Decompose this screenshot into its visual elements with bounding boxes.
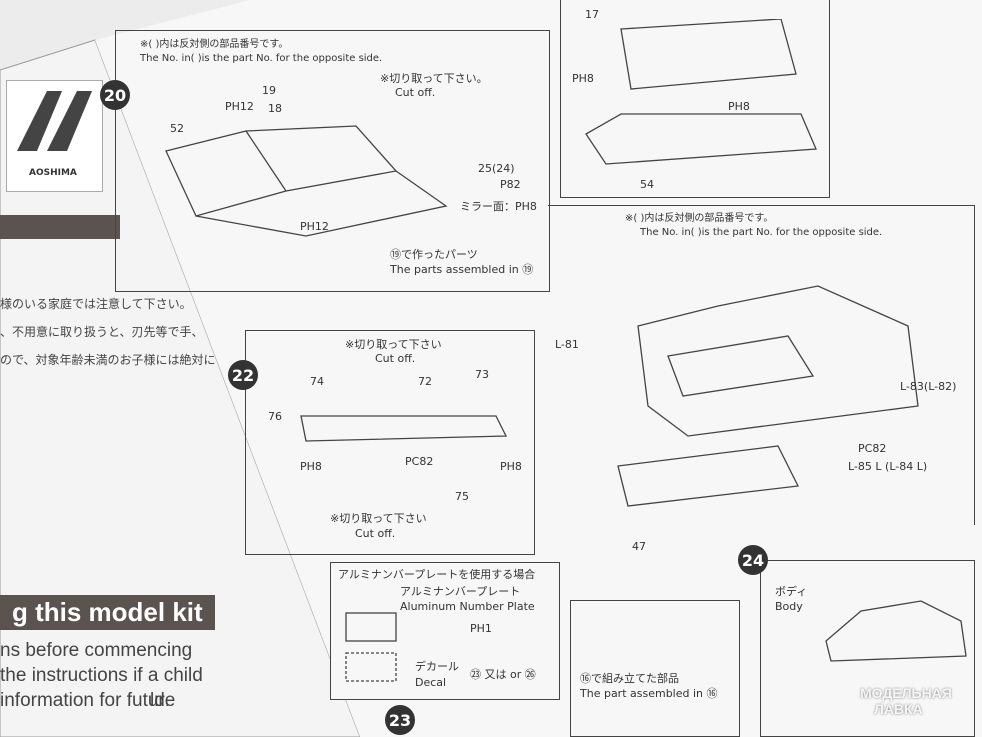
step-20-panel [115,30,550,292]
logo-text: AOSHIMA [29,168,77,178]
part-label: 47 [632,540,646,553]
part-label: 18 [268,102,282,115]
part-label: PH12 [300,220,329,233]
cut-off-jp: ※切り取って下さい。 [380,72,488,85]
part-label: PH8 [500,460,522,473]
en-line: ns before commencing [0,640,193,661]
part-label: 74 [310,375,324,388]
part-label: 73 [475,368,489,381]
watermark-line: МОДЕЛЬНАЯ [860,685,952,701]
assembled-en: The part assembled in ⑯ [580,687,718,700]
assembled-en: The parts assembled in ⑲ [390,263,534,276]
part-label: 72 [418,375,432,388]
part-label: 54 [640,178,654,191]
header-band [0,215,120,239]
plate-drawing [345,612,397,682]
cut-off-en: Cut off. [375,352,416,365]
decal-en: Decal [415,676,447,689]
part-label: PH8 [572,72,594,85]
part-label: 76 [268,410,282,423]
aluminum-plate-panel [330,562,560,700]
part-label: PH8 [728,100,750,113]
cut-off-en: Cut off. [355,527,396,540]
jp-line: ので、対象年齢未満のお子様には絶対に [0,353,216,367]
mirror-label: ミラー面：PH8 [460,200,537,213]
step-24-badge: 24 [738,545,768,575]
note-en: The No. in( )is the part No. for the opp… [640,227,883,238]
en-line: ld. [150,690,171,711]
part-label: 52 [170,122,184,135]
part-label: L-83(L-82) [900,380,957,393]
part-label: 75 [455,490,469,503]
step-22-panel [245,330,535,555]
caution-en: ns before commencing the instructions if… [0,638,203,713]
aoshima-logo-mark-icon [17,91,92,151]
part-label: PH8 [300,460,322,473]
cut-off-en: Cut off. [395,86,436,99]
car-side-drawing [825,600,967,662]
decal-jp: デカール [415,660,459,673]
step-22-body-area [548,205,975,525]
note-jp: ※( )内は反対側の部品番号です。 [140,39,289,50]
plate-jp: アルミナンバープレート [400,585,521,598]
assembled-jp: ⑲で作ったパーツ [390,248,478,261]
part-label: L-81 [555,338,579,351]
cut-off-jp: ※切り取って下さい [330,512,427,525]
part-label: PC82 [858,442,887,455]
rear-valance-drawing [300,415,508,442]
part-label: 17 [585,8,599,21]
left-instruction-page [0,39,361,737]
part-label: 19 [262,84,276,97]
part-label: P82 [500,178,521,191]
note-jp: ※( )内は反対側の部品番号です。 [625,213,774,224]
assembled-jp: ⑯で組み立てた部品 [580,672,679,685]
body-en: Body [775,600,803,613]
section-heading: g this model kit [0,595,215,630]
part-label: 25(24) [478,162,515,175]
step-20-badge: 20 [100,80,130,110]
car-body-drawing [617,285,919,507]
step-20-drawing [165,125,448,237]
cut-off-jp: ※切り取って下さい [345,338,442,351]
part-label: PC82 [405,455,434,468]
body-jp: ボディ [775,585,808,598]
rear-bumper-drawing [585,19,817,165]
plate-title: アルミナンバープレートを使用する場合 [338,568,536,581]
en-line: the instructions if a child [0,665,203,686]
watermark-line: ЛАВКА [874,701,923,717]
en-line: information for future [0,690,176,711]
step-21-panel [560,0,830,198]
jp-line: 様のいる家庭では注意して下さい。 [0,297,192,311]
part-label: PH1 [470,622,492,635]
jp-line: 、不用意に取り扱うと、刃先等で手、 [0,325,204,339]
aoshima-logo: AOSHIMA [6,80,103,192]
warning-jp: 様のいる家庭では注意して下さい。 、不用意に取り扱うと、刃先等で手、 ので、対象… [0,290,216,374]
decal-alt: ㉓ 又は or ㉖ [470,668,536,681]
plate-en: Aluminum Number Plate [400,600,535,613]
part-label: L-85 L (L-84 L) [848,460,928,473]
note-en: The No. in( )is the part No. for the opp… [140,53,383,64]
step-22-badge: 22 [228,360,258,390]
step-23-panel [570,600,740,737]
step-23-badge: 23 [385,705,415,735]
part-label: PH12 [225,100,254,113]
watermark: МОДЕЛЬНАЯ ЛАВКА [860,685,952,717]
